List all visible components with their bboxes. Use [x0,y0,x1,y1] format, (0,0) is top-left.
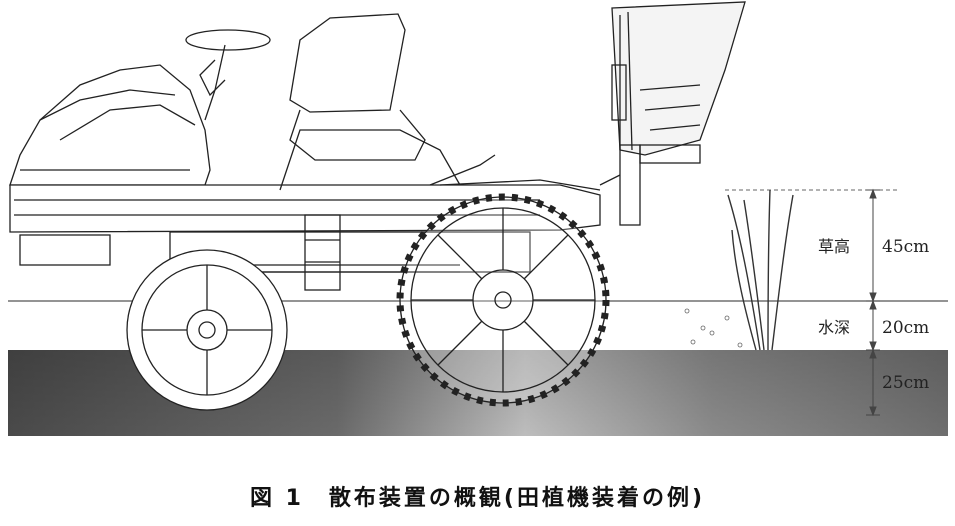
water-depth-value: 20cm [882,318,929,338]
plant-height-label: 草高 [818,237,850,256]
rice-transplanter-icon [9,13,621,291]
rear-wheel-icon [396,193,610,407]
figure-caption: 図 1 散布装置の概観(田植機装着の例) [249,486,706,511]
water-depth-label: 水深 [818,318,850,337]
spreader-diagram: 草高 45cm 水深 20cm 25cm [8,1,948,436]
front-wheel-icon [126,249,288,411]
soil-depth-value: 25cm [882,373,929,393]
water-bubbles [684,308,743,348]
rice-plant-icon [727,189,794,351]
spreader-hopper-icon [611,1,746,226]
plant-height-value: 45cm [882,237,929,257]
dimension-lines [866,188,880,417]
